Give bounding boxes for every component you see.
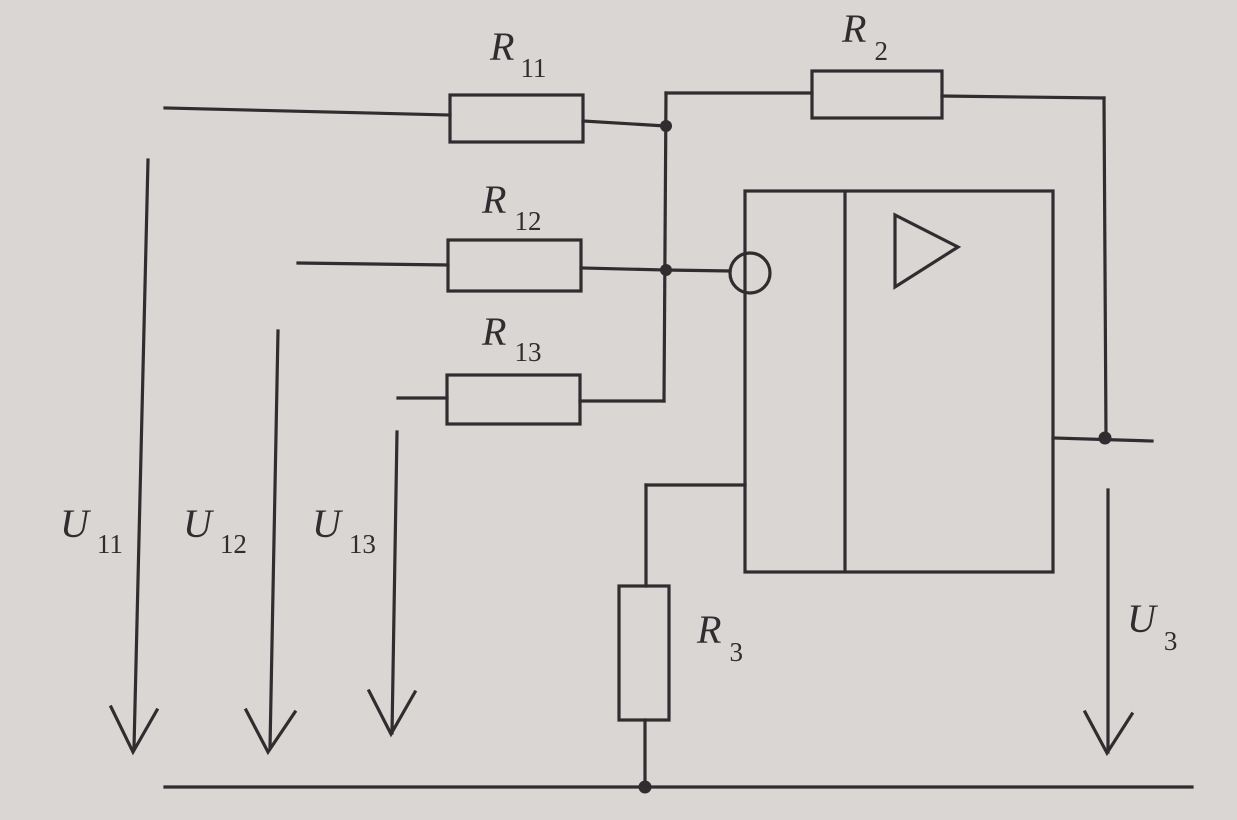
voltage-arrow-u11 xyxy=(108,158,160,756)
junction-dot-r11 xyxy=(660,120,672,132)
junction-dot-ground xyxy=(638,780,652,794)
voltage-arrow-u3 xyxy=(1082,488,1135,757)
junction-dot-r12 xyxy=(660,264,672,276)
r12-output-wire xyxy=(579,266,668,272)
resistor-r3 xyxy=(617,584,671,722)
opamp-triangle-icon xyxy=(893,212,962,290)
feedback-wire-down xyxy=(1102,96,1108,440)
input-wire-12 xyxy=(296,261,450,267)
junction-dot-output xyxy=(1098,431,1112,445)
inverting-input-wire xyxy=(664,268,732,273)
opamp-block xyxy=(743,189,1055,574)
feedback-wire-right xyxy=(940,94,1106,100)
resistor-r13 xyxy=(445,373,582,426)
voltage-arrow-u12 xyxy=(243,329,298,756)
resistor-r11 xyxy=(448,93,585,144)
resistor-r2 xyxy=(810,69,944,120)
r11-output-wire xyxy=(581,119,668,128)
voltage-arrow-u13 xyxy=(366,430,418,738)
input-wire-11 xyxy=(163,106,452,117)
summing-bus xyxy=(662,91,668,403)
inverting-input-bubble xyxy=(728,251,772,295)
resistor-r12 xyxy=(446,238,583,293)
